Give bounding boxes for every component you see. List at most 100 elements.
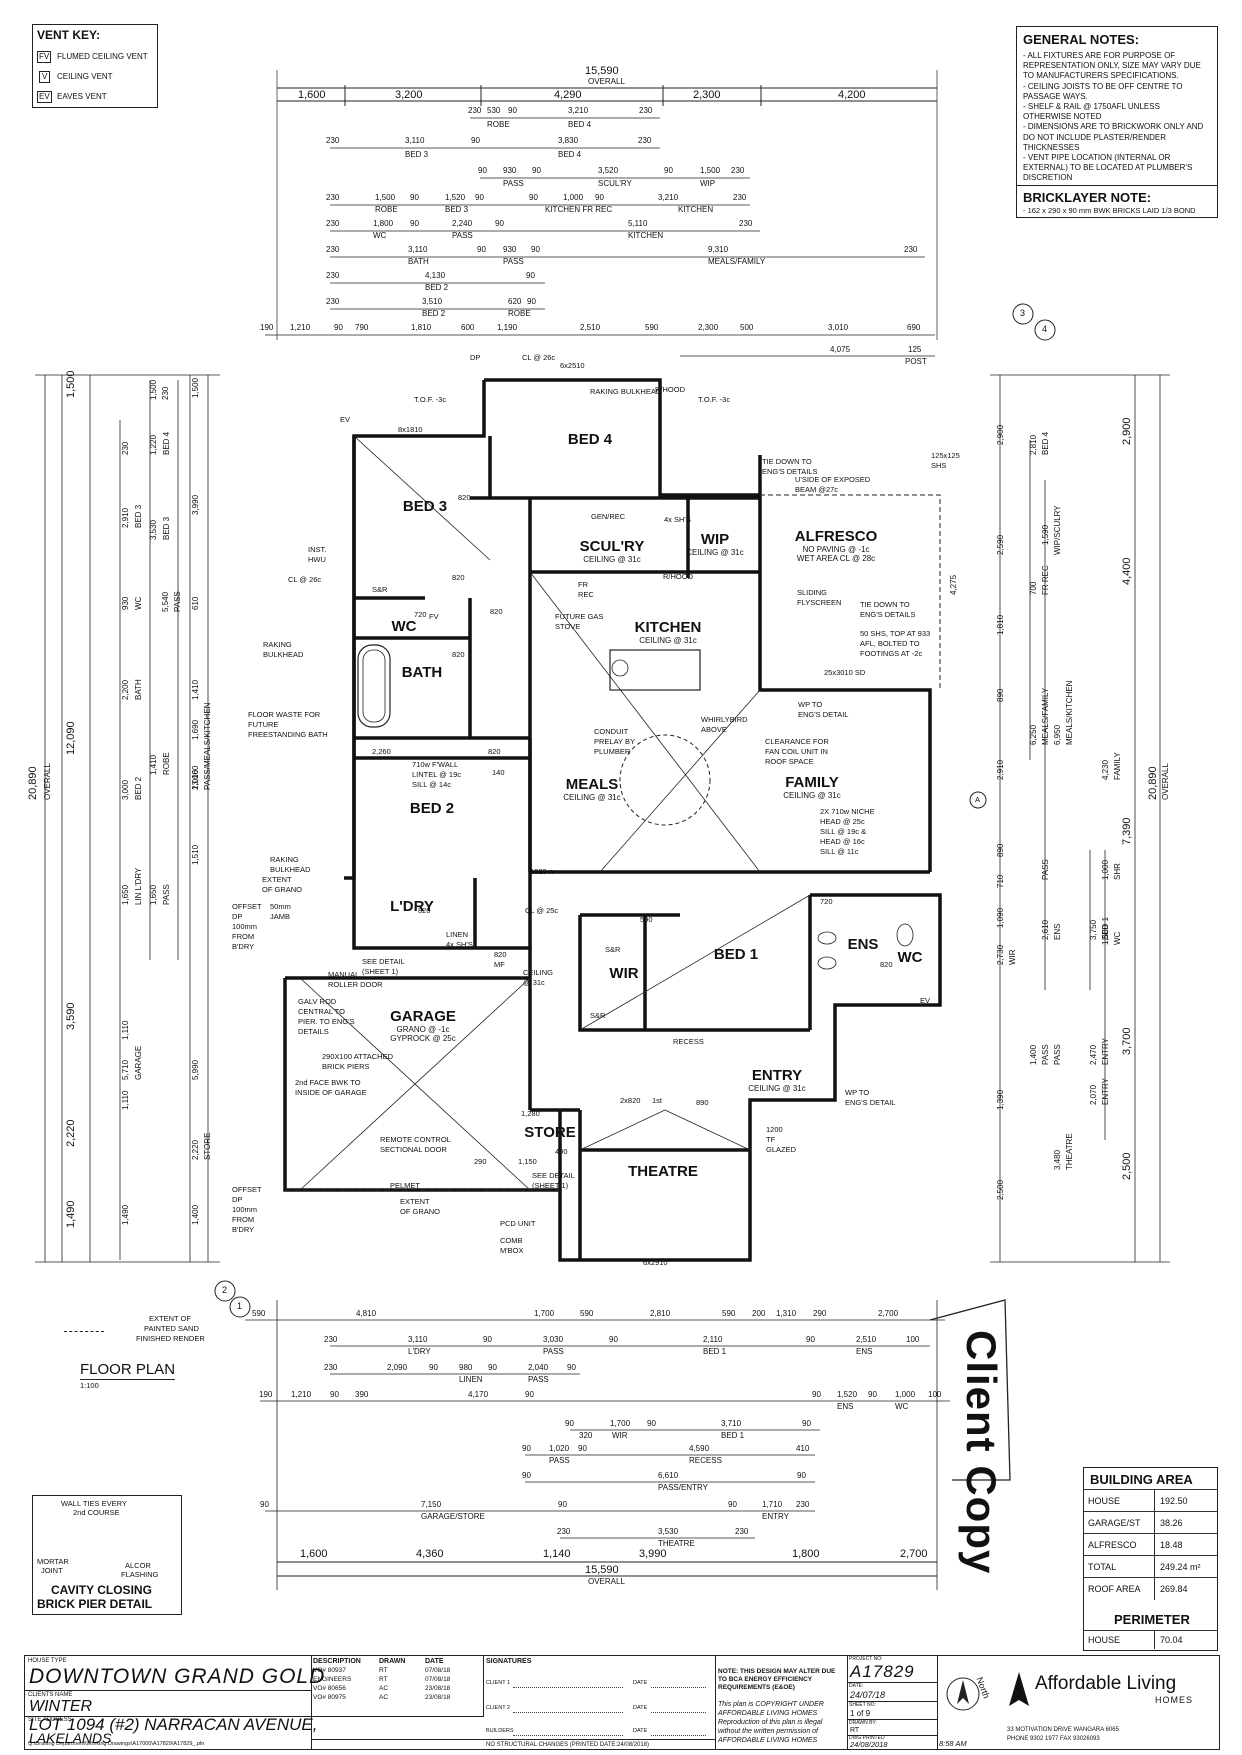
right-dim-label: 2,810 — [1029, 434, 1038, 455]
bottom-dim-label: RECESS — [689, 1456, 722, 1465]
house-type-cell: HOUSE TYPE DOWNTOWN GRAND GOLD CLIENTS N… — [25, 1656, 324, 1749]
bottom-dim-label: ENTRY — [762, 1512, 789, 1521]
area-label: HOUSE — [1088, 1496, 1121, 1506]
bottom-dim-label: ENS — [837, 1402, 854, 1411]
right-dim-label: 2,070 — [1089, 1084, 1098, 1105]
plan-annotation: OF GRANO — [262, 885, 303, 894]
room-label: WC — [391, 618, 417, 635]
right-dim-label: ENTRY — [1101, 1038, 1110, 1065]
top-dim-label: 90 — [495, 219, 504, 228]
signatures-title: SIGNATURES — [486, 1658, 532, 1665]
top-dim-label: 90 — [595, 193, 604, 202]
top-dim-label: BED 4 — [568, 120, 592, 129]
general-note-line: EXTERNAL) TO BE LOCATED AT PLUMBER'S — [1023, 163, 1193, 173]
print-time: 8:58 AM — [939, 1739, 967, 1748]
top-dim-label: 930 — [503, 245, 517, 254]
bottom-dim-label: 4,170 — [468, 1390, 489, 1399]
plan-annotation: 1,150 — [518, 1157, 537, 1166]
right-dim-label: 700 — [1029, 581, 1038, 595]
bottom-dim-label: 290 — [813, 1309, 827, 1318]
vent-key-box: VENT KEY: FV FLUMED CEILING VENT V CEILI… — [32, 24, 158, 108]
bottom-dim-label: 1,210 — [291, 1390, 312, 1399]
left-dim-label: BATH — [134, 679, 143, 700]
bottom-dim-label: 90 — [483, 1335, 492, 1344]
left-main-dim: 1,490 — [65, 1200, 77, 1228]
right-dim-label: 2,470 — [1089, 1044, 1098, 1065]
plan-annotation: 290X100 ATTACHED — [322, 1052, 394, 1061]
bottom-dim-label: LINEN — [459, 1375, 483, 1384]
left-dim-label: BED 3 — [134, 504, 143, 528]
client2-date-line — [651, 1712, 706, 1713]
top-dim-label: 2,510 — [580, 323, 601, 332]
cell-divider — [1154, 1556, 1155, 1578]
right-dim-label: 1,000 — [1101, 859, 1110, 880]
bottom-dim-label: 590 — [722, 1309, 736, 1318]
plan-annotation: 820 — [880, 960, 893, 969]
top-dim-label: 1,810 — [411, 323, 432, 332]
top-dim-label: 2,300 — [698, 323, 719, 332]
plan-annotation: ABOVE — [701, 725, 727, 734]
plan-annotation: FLOOR WASTE FOR — [248, 710, 321, 719]
room-ceiling-note: WET AREA CL @ 28c — [796, 554, 876, 563]
room-label: FAMILY — [785, 774, 839, 791]
plan-annotation: SEE DETAIL — [362, 957, 405, 966]
north-arrow — [943, 1670, 989, 1716]
room-label: BED 3 — [402, 498, 448, 515]
top-dim-label: 90 — [478, 166, 487, 175]
vent-label: EAVES VENT — [57, 92, 107, 101]
bottom-dim-label: WC — [895, 1402, 909, 1411]
bottom-main-dim: 1,140 — [543, 1548, 571, 1560]
plan-annotation: 6x2910 — [643, 1258, 668, 1267]
left-main-dim: 3,590 — [65, 1002, 77, 1030]
top-dim-label: 1,520 — [445, 193, 466, 202]
bottom-dim-label: 590 — [252, 1309, 266, 1318]
general-note-line: THICKNESSES — [1023, 142, 1080, 152]
plan-annotation: ENG'S DETAILS — [762, 467, 818, 476]
general-note-line: REPRESENTATION ONLY, SIZE MAY VARY DUE — [1023, 61, 1201, 71]
bottom-dim-label: 90 — [609, 1335, 618, 1344]
revision-cell: ENGINEERS — [313, 1676, 352, 1683]
plan-annotation: TIE DOWN TO — [762, 457, 812, 466]
plan-annotation: T.O.F. -3c — [698, 395, 731, 404]
left-dim-label: 2,910 — [121, 507, 130, 528]
top-dim-label: 230 — [731, 166, 745, 175]
plan-annotation: 710w F'WALL — [412, 760, 459, 769]
right-main-dim: 4,400 — [1121, 557, 1133, 585]
top-dim-label: POST — [905, 357, 927, 366]
right-dim-label: 710 — [996, 874, 1005, 888]
general-note-line: PASSAGE WAYS. — [1023, 91, 1088, 101]
bottom-dim-label: 1,700 — [610, 1419, 631, 1428]
bottom-dim-label: 2,040 — [528, 1363, 549, 1372]
left-dim-label: PASS — [173, 591, 182, 612]
plan-annotation: T.O.F. -3c — [414, 395, 447, 404]
plan-annotation: FV — [429, 612, 439, 621]
revision-cell: AC — [379, 1694, 389, 1701]
area-value: 249.24 m² — [1160, 1562, 1201, 1572]
right-dim-label: ENS — [1053, 923, 1062, 940]
client-name-value: WINTER — [29, 1698, 93, 1715]
plan-annotation: 590 — [640, 915, 653, 924]
left-dim-label: BED 4 — [162, 431, 171, 455]
top-dim-label: 230 — [739, 219, 753, 228]
plan-annotation: OFFSET — [232, 1185, 262, 1194]
cell-divider — [1154, 1578, 1155, 1600]
revision-cell: RT — [379, 1676, 388, 1683]
plan-annotation: 100mm — [232, 922, 258, 931]
right-dim-label: PASS — [1053, 1044, 1062, 1065]
project-number: A17829 — [850, 1662, 915, 1681]
top-dim-2: 3,200 — [395, 89, 423, 101]
no-structural-changes: NO STRUCTURAL CHANGES (PRINTED DATE:24/0… — [486, 1742, 650, 1748]
plan-annotation: FOOTINGS AT -2c — [860, 649, 923, 658]
plan-annotation: 400 — [555, 1147, 568, 1156]
left-dim-label: 1,410 — [149, 754, 158, 775]
client-name-label: CLIENTS NAME — [28, 1692, 73, 1698]
right-dim-label: 1,500 — [1101, 924, 1110, 945]
room-ceiling-note: GRANO @ -1c — [396, 1025, 450, 1034]
right-dim-label: 2,590 — [996, 534, 1005, 555]
room-ceiling-note: CEILING @ 31c — [639, 636, 697, 645]
plan-annotation: CENTRAL TO — [298, 1007, 345, 1016]
drawn-value: RT — [850, 1727, 860, 1734]
